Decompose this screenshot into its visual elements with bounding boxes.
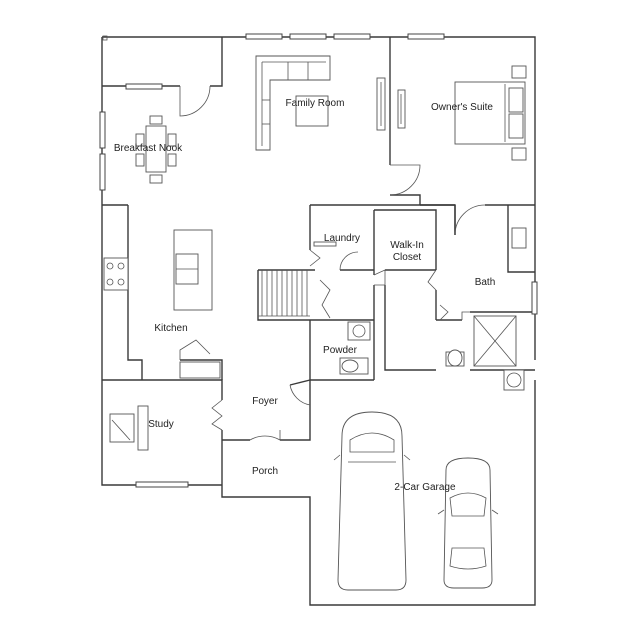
- label-study: Study: [148, 419, 174, 430]
- sedan: [437, 457, 499, 589]
- label-powder: Powder: [323, 345, 358, 356]
- bed: [454, 65, 527, 161]
- label-foyer: Foyer: [252, 396, 278, 407]
- label-owners-suite: Owner's Suite: [431, 102, 493, 113]
- doors: [179, 85, 486, 441]
- dining-table: [135, 115, 177, 184]
- label-porch: Porch: [252, 466, 278, 477]
- staircase: [258, 270, 331, 319]
- label-walk-in: Walk-In: [390, 240, 424, 251]
- label-laundry: Laundry: [324, 233, 360, 244]
- study-furniture: [109, 405, 149, 451]
- label-garage: 2-Car Garage: [394, 482, 456, 493]
- label-kitchen: Kitchen: [154, 323, 187, 334]
- windows: [99, 33, 538, 488]
- interior-walls: [102, 37, 535, 485]
- kitchen-fixtures: [103, 229, 221, 379]
- powder-fixtures: [339, 321, 371, 375]
- label-family-room: Family Room: [286, 98, 345, 109]
- garage-cars: [333, 411, 499, 591]
- bath-fixtures: [445, 227, 527, 391]
- label-bath: Bath: [475, 277, 496, 288]
- sectional-sofa: [255, 55, 331, 151]
- label-closet: Closet: [393, 252, 422, 263]
- furniture: [103, 55, 527, 451]
- van: [333, 411, 411, 591]
- room-labels: Family Room Owner's Suite Breakfast Nook…: [114, 98, 495, 493]
- label-breakfast-nook: Breakfast Nook: [114, 143, 183, 154]
